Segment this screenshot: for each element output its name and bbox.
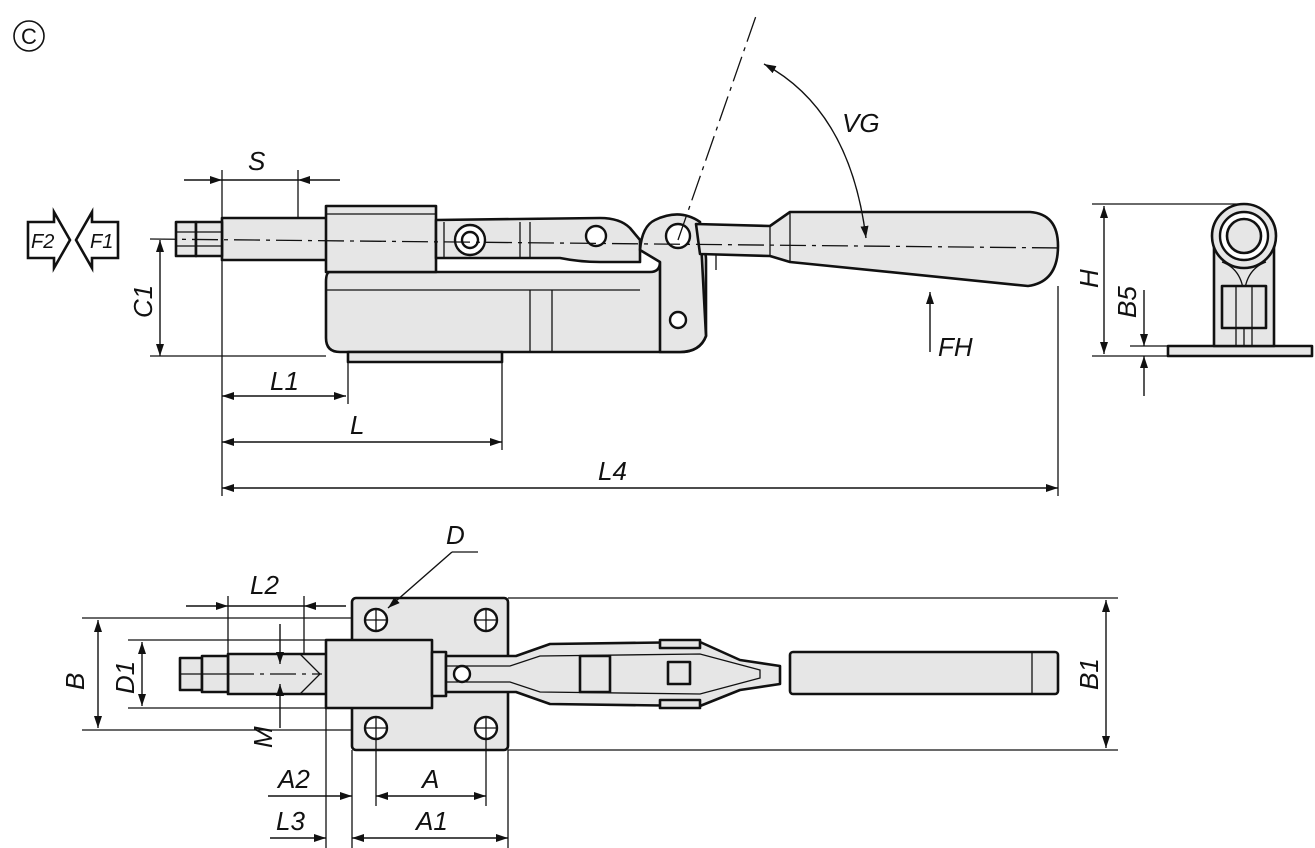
label-l1: L1: [270, 366, 299, 396]
label-h: H: [1074, 269, 1104, 288]
label-a: A: [420, 764, 439, 794]
main-pivot: [664, 222, 692, 250]
linkage-top: [444, 640, 782, 708]
label-fh: FH: [938, 332, 973, 362]
guide-block: [324, 204, 438, 274]
pivot-pin-2: [584, 224, 608, 248]
force-arrows: F2 F1: [26, 207, 120, 273]
base-plate-side: [346, 350, 504, 364]
label-b1: B1: [1074, 658, 1104, 690]
label-vg: VG: [842, 108, 880, 138]
variant-mark-letter: C: [21, 24, 37, 49]
label-c1: C1: [128, 285, 158, 318]
label-l: L: [350, 410, 364, 440]
label-d1: D1: [110, 661, 140, 694]
mounting-holes: [363, 607, 499, 741]
label-b: B: [60, 673, 90, 690]
guide-block-top: [324, 638, 434, 710]
top-view: D L2 B D1 M B1 A2: [60, 520, 1118, 848]
side-view: VG FH F2 F1 S C1 L1 L L4: [26, 15, 1063, 496]
label-f2: F2: [31, 231, 54, 253]
handle-lever-top: [788, 650, 1060, 696]
label-d: D: [446, 520, 465, 550]
handle-bracket: [638, 213, 708, 354]
label-f1: F1: [90, 231, 113, 253]
label-l4: L4: [598, 456, 627, 486]
label-a2: A2: [276, 764, 310, 794]
label-m: M: [248, 726, 278, 748]
label-l3: L3: [276, 806, 305, 836]
base-plate-end: [1166, 344, 1314, 358]
label-l2: L2: [250, 570, 279, 600]
end-view: H B5: [1074, 202, 1314, 396]
label-a1: A1: [414, 806, 448, 836]
label-s: S: [248, 146, 266, 176]
handle-lever: [694, 210, 1060, 288]
variant-mark: C: [13, 20, 45, 52]
hex-nut: [174, 220, 224, 258]
plunger-rod: [220, 216, 332, 262]
label-b5: B5: [1112, 286, 1142, 318]
